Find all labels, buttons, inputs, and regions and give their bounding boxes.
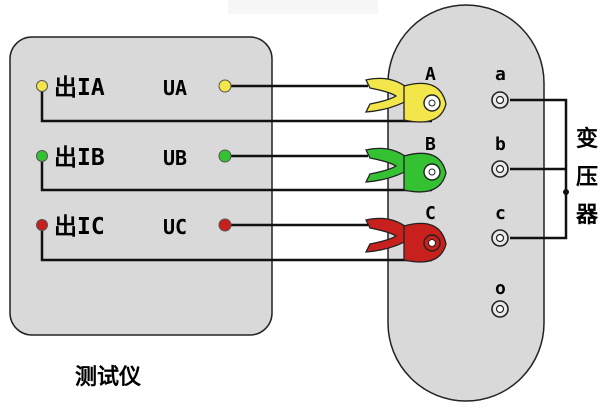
wires-voltage [230,84,368,227]
voltage-ua-label: UA [163,76,187,100]
svg-text:a: a [495,64,506,85]
voltage-ua-terminal [218,79,232,93]
clamp-a-label: A [425,64,436,85]
tester-caption: 测试仪 [75,365,142,390]
wires-current [40,86,432,262]
tester-row-c: 出IC UC [36,214,232,240]
transformer-short-bus [510,98,568,240]
clamp-b-label: B [425,134,436,155]
transformer-terminal-o: o [491,278,509,318]
output-ib-label: 出IB [54,145,105,171]
clamp-c: C [364,203,447,263]
voltage-uc-label: UC [163,215,187,239]
output-ic-terminal [36,219,48,231]
transformer-caption-2: 压 [576,165,598,190]
transformer-body [387,4,545,402]
tester-panel [9,36,273,336]
svg-text:b: b [495,134,506,155]
transformer-caption-3: 器 [575,203,599,228]
clamp-a: A [364,64,447,123]
svg-text:c: c [495,203,506,224]
transformer-terminal-c: c [491,203,509,247]
background-smudge [228,0,378,14]
svg-text:o: o [495,278,506,299]
output-ib-terminal [36,150,48,162]
transformer-terminal-a: a [491,64,509,109]
voltage-ub-label: UB [163,146,187,170]
clamp-c-label: C [425,203,436,224]
transformer-terminal-b: b [491,134,509,178]
tester-row-a: 出IA UA [36,75,232,101]
voltage-ub-terminal [218,149,232,163]
output-ia-label: 出IA [54,75,105,101]
transformer-caption-1: 变 [576,126,598,152]
tester-row-b: 出IB UB [36,145,232,171]
voltage-uc-terminal [218,218,232,232]
short-bus-junction [563,189,569,195]
output-ic-label: 出IC [54,214,105,240]
clamp-b: B [364,134,447,193]
output-ia-terminal [36,80,48,92]
